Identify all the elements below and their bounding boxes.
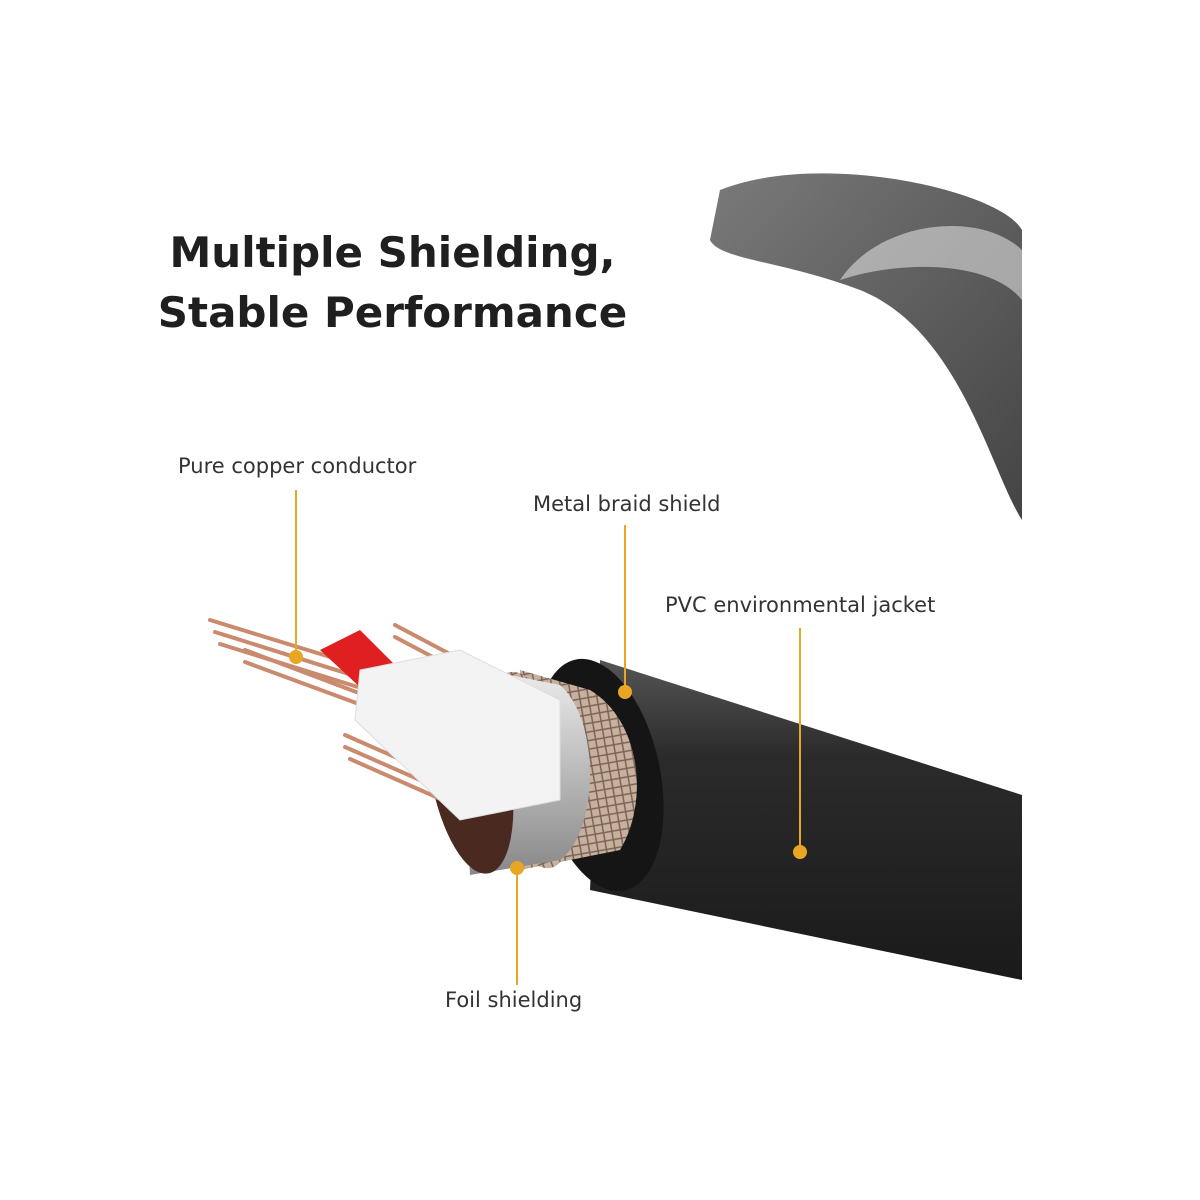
headline-line-1: Multiple Shielding, (169, 228, 616, 277)
label-braid: Metal braid shield (533, 492, 721, 516)
label-jacket: PVC environmental jacket (665, 593, 936, 617)
callout-dot-jacket (793, 845, 807, 859)
callout-dot-braid (618, 685, 632, 699)
headline-line-2: Stable Performance (157, 288, 628, 337)
label-conductor: Pure copper conductor (178, 454, 417, 478)
callout-dot-foil (510, 861, 524, 875)
callout-dot-conductor (289, 650, 303, 664)
label-foil: Foil shielding (445, 988, 583, 1012)
callout-lines (295, 490, 801, 985)
cable-loop (710, 173, 1022, 520)
white-core (354, 649, 561, 821)
pvc-jacket (590, 660, 1022, 980)
cable-loop-highlight (840, 226, 1022, 300)
